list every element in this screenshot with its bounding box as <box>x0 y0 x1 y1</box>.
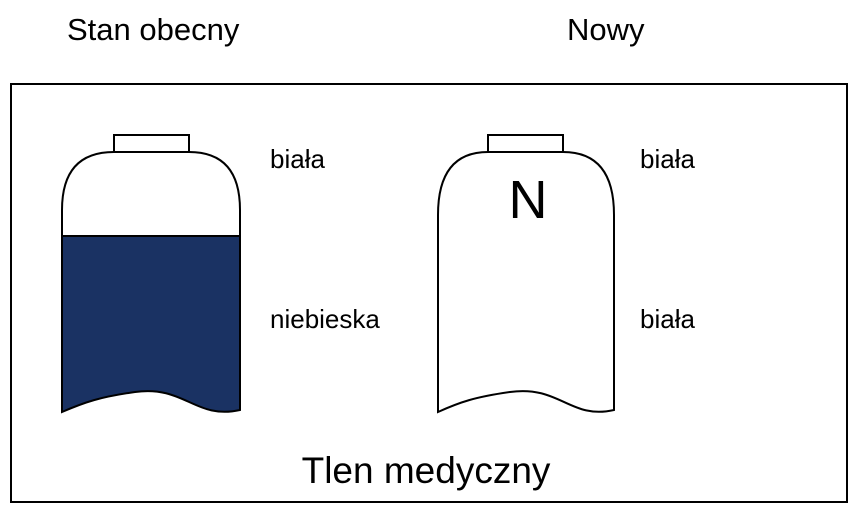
current-shoulder-label: biała <box>270 144 325 174</box>
gas-name-title: Tlen medyczny <box>301 450 551 491</box>
heading-current-state: Stan obecny <box>67 12 240 47</box>
current-cylinder-shoulder <box>61 151 241 237</box>
new-cylinder: N <box>437 134 615 414</box>
new-cylinder-body <box>437 151 615 414</box>
diagram-frame <box>10 83 848 503</box>
current-cylinder <box>61 134 241 414</box>
current-cylinder-body <box>61 235 241 414</box>
current-body-label: niebieska <box>270 304 380 334</box>
new-cylinder-valve <box>487 134 564 153</box>
heading-new-state: Nowy <box>567 12 645 47</box>
new-cylinder-marking: N <box>509 170 548 230</box>
new-body-label: biała <box>640 304 695 334</box>
new-shoulder-label: biała <box>640 144 695 174</box>
current-cylinder-valve <box>113 134 190 153</box>
